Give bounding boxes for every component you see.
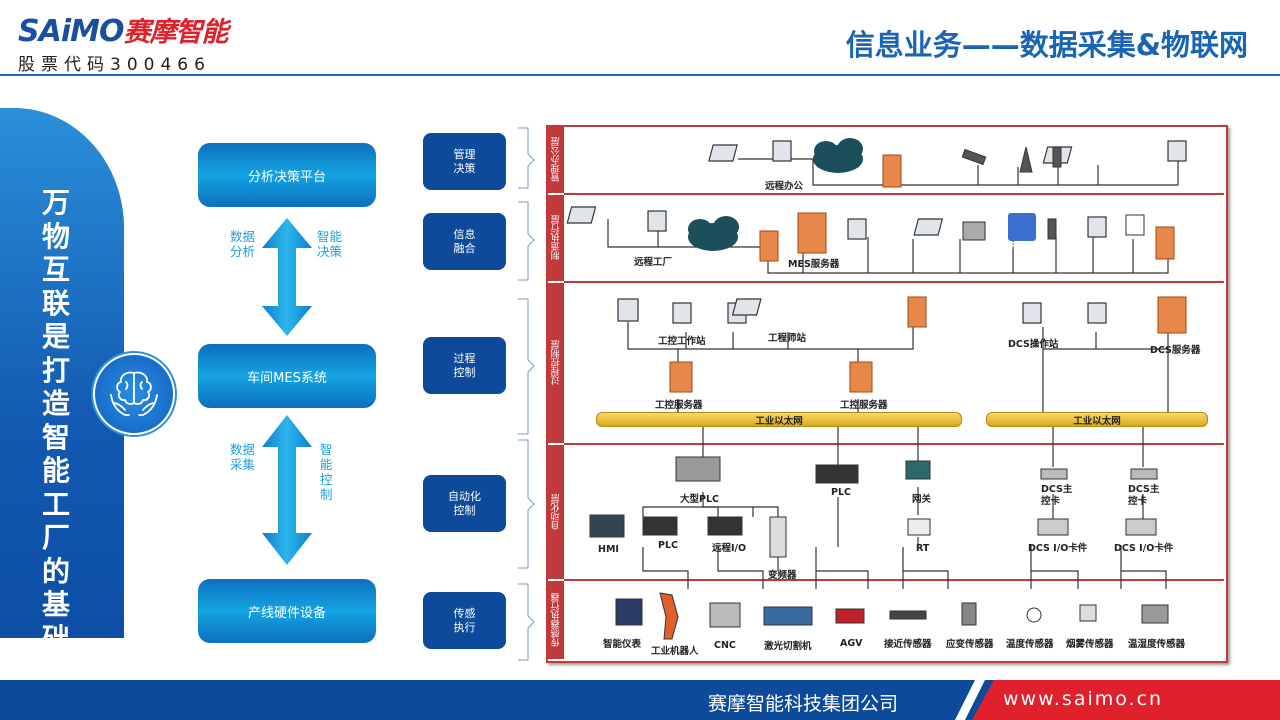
band-label-process: 过程控制层	[551, 340, 562, 386]
label-plc-low: PLC	[658, 540, 678, 551]
band-label-automation: 自动化层	[551, 494, 562, 530]
sensor-label-strain: 应变传感器	[946, 639, 994, 650]
layer-management: 管理 决策	[423, 133, 506, 190]
layer-brackets	[518, 127, 535, 661]
label-dcs-io-2: DCS I/O卡件	[1114, 543, 1174, 554]
footer-url[interactable]: www.saimo.cn	[1003, 688, 1164, 710]
label-gateway: 网关	[912, 494, 932, 505]
double-arrow-upper	[262, 218, 312, 336]
label-smart-control: 智 能 控 制	[320, 442, 333, 502]
label-mes-server: MES服务器	[788, 259, 840, 270]
label-dcs-io-1: DCS I/O卡件	[1028, 543, 1088, 554]
layer-automation: 自动化 控制	[423, 475, 506, 532]
layer-process: 过程 控制	[423, 337, 506, 394]
logo-en: SAiMO	[18, 14, 124, 49]
label-ic-server-2: 工控服务器	[840, 400, 888, 411]
sensor-label-humidity: 温湿度传感器	[1128, 639, 1186, 650]
diagram-canvas	[548, 127, 1224, 659]
label-dcs-main-1: DCS主 控卡	[1041, 484, 1073, 507]
sensor-label-temp: 温度传感器	[1006, 639, 1054, 650]
label-hmi: HMI	[598, 544, 619, 555]
brain-hands-icon	[93, 353, 175, 435]
layer-information: 信息 融合	[423, 213, 506, 270]
label-big-plc: 大型PLC	[680, 494, 719, 505]
stock-code: 股票代码300466	[18, 55, 211, 75]
label-ic-workstation: 工控工作站	[658, 336, 706, 347]
header-divider	[0, 74, 1280, 76]
label-dcs-main-2: DCS主 控卡	[1128, 484, 1160, 507]
logo-cn: 赛摩智能	[123, 17, 228, 48]
sensor-label-proximity: 接近传感器	[884, 639, 932, 650]
hardware-box: 产线硬件设备	[198, 579, 376, 643]
label-ic-server-1: 工控服务器	[655, 400, 703, 411]
mes-system-box: 车间MES系统	[198, 344, 376, 408]
footer-red-block	[972, 680, 1280, 720]
ethernet-bus-2: 工业以太网	[986, 412, 1208, 427]
sensor-label-laser: 激光切割机	[764, 641, 812, 652]
banner-text: 万物互联是打造智能工厂的基础	[41, 186, 70, 655]
layer-sensing: 传感 执行	[423, 592, 506, 649]
sensor-label-smoke: 烟雾传感器	[1066, 639, 1114, 650]
label-remote-factory: 远程工厂	[634, 257, 673, 268]
label-dcs-server: DCS服务器	[1150, 345, 1201, 356]
rfid-icon	[1008, 213, 1036, 241]
label-dcs-op-station: DCS操作站	[1008, 339, 1059, 350]
label-rfid: RFID	[1010, 241, 1036, 252]
footer-company: 赛摩智能科技集团公司	[708, 693, 899, 715]
label-remote-io: 远程I/O	[712, 543, 747, 554]
label-vfd: 变频器	[768, 570, 797, 581]
ethernet-bus-1: 工业以太网	[596, 412, 962, 427]
sensor-label-meter: 智能仪表	[603, 639, 642, 650]
band-strips	[548, 127, 1224, 659]
band-label-office: 管理办公层	[551, 137, 562, 183]
label-eng-station: 工程师站	[768, 333, 807, 344]
analysis-platform-box: 分析决策平台	[198, 143, 376, 207]
band-label-mes: 制造执行层	[551, 215, 562, 261]
label-rt: RT	[916, 543, 930, 554]
band-label-sensor: 传感器执行器	[551, 593, 562, 647]
label-smart-decision: 智能 决策	[317, 229, 343, 259]
sensor-label-agv: AGV	[840, 638, 863, 649]
company-logo: SAiMO赛摩智能	[18, 10, 228, 49]
label-data-collection: 数据 采集	[230, 442, 256, 472]
page-title: 信息业务——数据采集&物联网	[845, 28, 1248, 62]
label-remote-office: 远程办公	[765, 181, 804, 192]
label-data-analysis: 数据 分析	[230, 229, 256, 259]
double-arrow-lower	[262, 415, 312, 565]
sensor-label-cnc: CNC	[714, 640, 736, 651]
cloud-icons	[688, 138, 863, 251]
label-plc-mid: PLC	[831, 487, 851, 498]
sensor-label-robot: 工业机器人	[651, 646, 699, 657]
